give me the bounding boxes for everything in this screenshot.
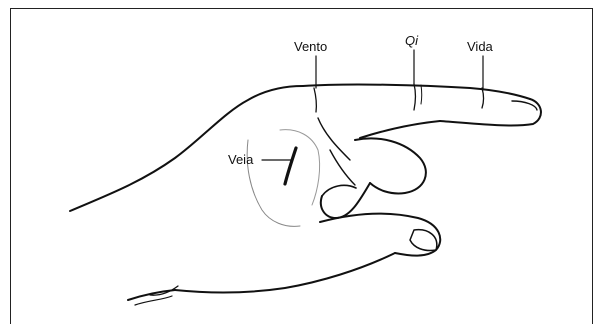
joint-crease-vida [482,88,484,108]
knuckle-fold [330,150,355,185]
joint-crease-qi [414,84,416,110]
joint-crease-vento [314,88,316,112]
palm-contour [247,140,300,226]
index-finger-top [303,85,530,99]
curled-finger-3 [322,185,356,196]
knuckle-fold-2 [318,118,350,160]
hand-back-outline [70,86,303,211]
wrist-crease-2 [135,296,172,305]
thumbnail [410,230,437,251]
curled-finger-1 [355,138,426,193]
label-vida: Vida [467,40,493,53]
joint-crease-qi-2 [421,85,422,104]
label-veia: Veia [228,153,253,166]
fingernail [512,101,537,110]
label-qi: Qi [405,34,418,47]
thumb-bottom [175,253,395,292]
palm-contour-2 [280,130,320,205]
curled-finger-2 [321,183,370,218]
label-vento: Vento [294,40,327,53]
vein-mark [285,148,296,184]
index-finger-bottom [360,121,440,138]
